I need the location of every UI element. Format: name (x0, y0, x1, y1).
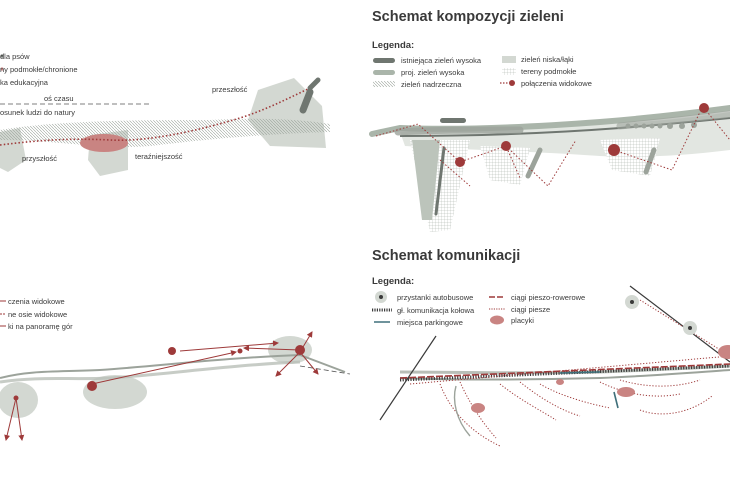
tl-legend-item-1: dla psów (0, 52, 30, 61)
timeline-diagram (0, 54, 330, 176)
future-label: przyszłość (22, 154, 58, 163)
view-area-1 (83, 375, 147, 409)
view-area-2 (0, 382, 38, 418)
bl-legend-item-1: czenia widokowe (8, 297, 65, 306)
view-axis-2 (179, 340, 279, 352)
view-diagram (0, 300, 351, 441)
green-legend-item-3: zieleń nadrzeczna (401, 80, 462, 89)
tl-legend-item-2: ny podmokłe/chronione (0, 65, 78, 74)
green-legend-title: Legenda: (372, 40, 415, 51)
green-legend-item-4: zieleń niska/łąki (521, 55, 574, 64)
green-composition-map (369, 103, 730, 232)
present-label: teraźniejszość (135, 152, 183, 161)
view-axis-1 (91, 350, 237, 385)
future-spot (80, 134, 128, 152)
road-west (379, 335, 437, 421)
green-legend-item-5: tereny podmokłe (521, 67, 577, 76)
communication-map (379, 285, 730, 447)
time-axis-label: oś czasu (44, 94, 74, 103)
green-legend-item-1: istniejąca zieleń wysoka (401, 56, 482, 65)
past-label: przeszłość (212, 85, 248, 94)
green-title: Schemat kompozycji zieleni (372, 9, 564, 25)
main-road (399, 364, 730, 382)
comm-legend-item-3: miejsca parkingowe (397, 318, 463, 327)
comm-legend-item-6: placyki (511, 316, 534, 325)
comm-title: Schemat komunikacji (372, 248, 521, 264)
comm-legend-item-4: ciągi pieszo-rowerowe (511, 293, 586, 302)
comm-legend-item-1: przystanki autobusowe (397, 293, 474, 302)
bl-legend-item-3: ki na panoramę gór (8, 322, 73, 331)
comm-legend-item-5: ciągi piesze (511, 305, 551, 314)
relation-label: osunek ludzi do natury (0, 108, 76, 117)
road-east (629, 285, 730, 363)
green-legend-item-6: połączenia widokowe (521, 79, 592, 88)
green-legend-item-2: proj. zieleń wysoka (401, 68, 465, 77)
comm-legend-symbols (372, 291, 505, 325)
bl-legend-item-2: ne osie widokowe (8, 310, 68, 319)
green-legend-symbols (373, 56, 516, 87)
past-zone (248, 78, 326, 148)
comm-legend-title: Legenda: (372, 276, 415, 287)
tl-legend-item-3: ka edukacyjna (0, 78, 48, 87)
comm-legend-item-2: gł. komunikacja kołowa (397, 306, 475, 315)
